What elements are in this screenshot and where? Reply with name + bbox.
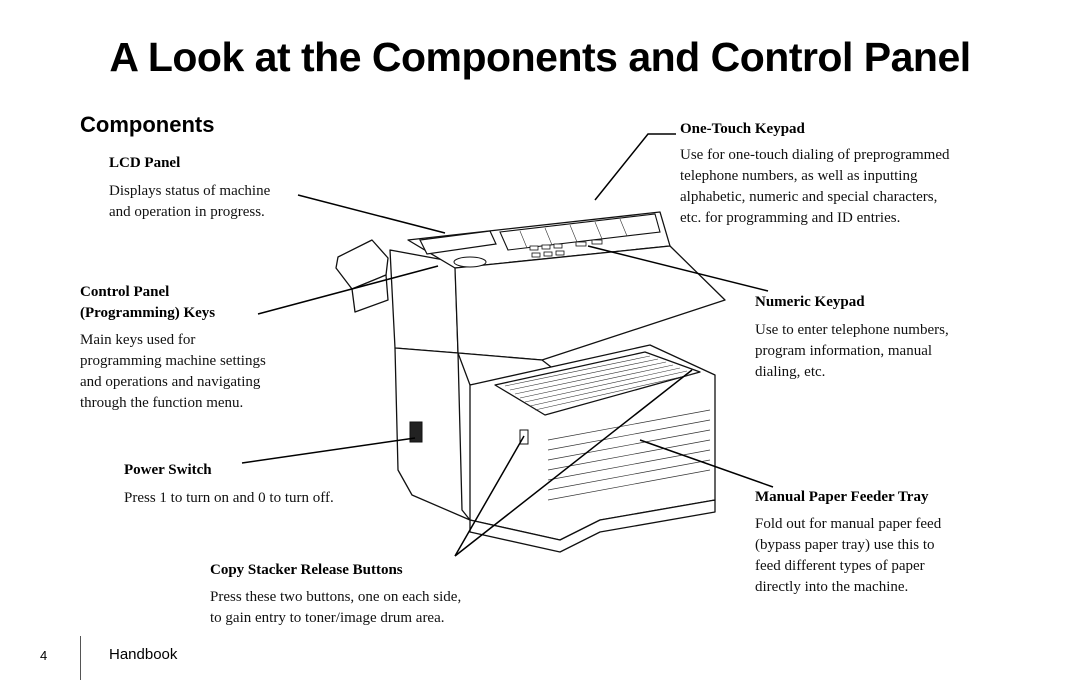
- manual-feeder-description: Fold out for manual paper feed (bypass p…: [755, 516, 942, 595]
- leader-stacker-a: [454, 435, 525, 557]
- leader-control: [257, 265, 439, 315]
- document-feed: [454, 245, 726, 361]
- footer-divider: [80, 636, 81, 680]
- leader-manual: [639, 439, 774, 488]
- control-panel-description: Main keys used for programming machine s…: [80, 332, 266, 411]
- lcd-panel-label: LCD Panel: [109, 155, 181, 171]
- one-touch-keypad-label: One-Touch Keypad: [680, 121, 805, 137]
- numeric-keypad-description: Use to enter telephone numbers, program …: [755, 322, 949, 380]
- numeric-keypad-label: Numeric Keypad: [755, 294, 865, 310]
- footer-book-title: Handbook: [109, 646, 178, 663]
- page-number: 4: [40, 648, 48, 663]
- body-left-face: [389, 249, 459, 354]
- control-panel-label: Control Panel: [80, 284, 170, 300]
- page-title: A Look at the Components and Control Pan…: [109, 34, 971, 80]
- copy-stacker-description: Press these two buttons, one on each sid…: [210, 589, 462, 626]
- manual-feeder-label: Manual Paper Feeder Tray: [755, 489, 929, 505]
- section-heading: Components: [80, 112, 215, 137]
- lcd-panel-description: Displays status of machine and operation…: [109, 183, 271, 220]
- control-panel-label-line2: (Programming) Keys: [80, 305, 216, 321]
- leader-numeric: [587, 245, 769, 292]
- body-lower-left: [394, 347, 471, 521]
- power-switch-description: Press 1 to turn on and 0 to turn off.: [124, 490, 334, 506]
- leader-onetouch: [594, 133, 676, 201]
- copy-stacker-label: Copy Stacker Release Buttons: [210, 562, 403, 578]
- leader-power: [241, 437, 416, 464]
- leader-lcd: [297, 194, 446, 234]
- power-switch-label: Power Switch: [124, 462, 212, 478]
- paper-stacker: [494, 351, 701, 416]
- one-touch-keypad-description: Use for one-touch dialing of preprogramm…: [680, 147, 950, 226]
- leader-stacker-b: [454, 369, 693, 557]
